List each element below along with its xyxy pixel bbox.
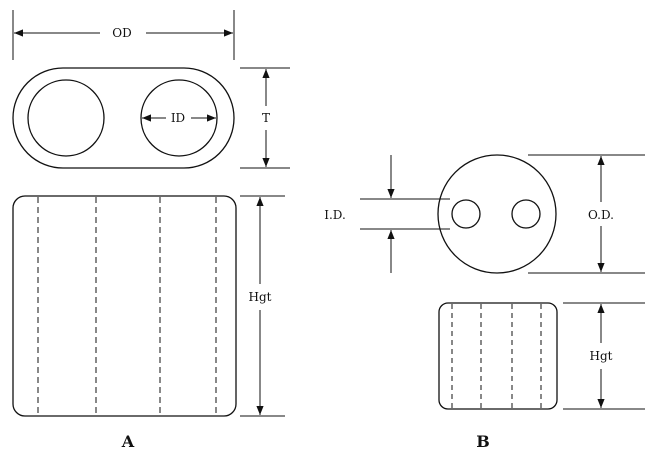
b-side-view-outline	[438, 302, 558, 410]
hidden-bore-lines	[37, 197, 217, 415]
top-view-outline	[12, 67, 235, 169]
b-left-hole	[451, 199, 481, 229]
figure-b	[360, 154, 645, 410]
b-id-label: I.D.	[324, 208, 346, 222]
figure-b-caption: B	[476, 432, 490, 451]
t-label: T	[262, 111, 270, 125]
left-hole	[27, 79, 105, 157]
b-od-label: O.D.	[588, 208, 614, 222]
b-right-hole	[511, 199, 541, 229]
hgt-label: Hgt	[249, 290, 272, 304]
b-hgt-label: Hgt	[590, 349, 613, 363]
side-view-outline	[12, 195, 237, 417]
figure-a	[12, 10, 290, 417]
b-top-view-outline	[437, 154, 557, 274]
right-hole	[140, 79, 218, 157]
id-label: ID	[171, 111, 185, 125]
od-label: OD	[112, 26, 131, 40]
b-hidden-bore-lines	[451, 304, 542, 408]
figure-a-caption: A	[121, 432, 135, 451]
